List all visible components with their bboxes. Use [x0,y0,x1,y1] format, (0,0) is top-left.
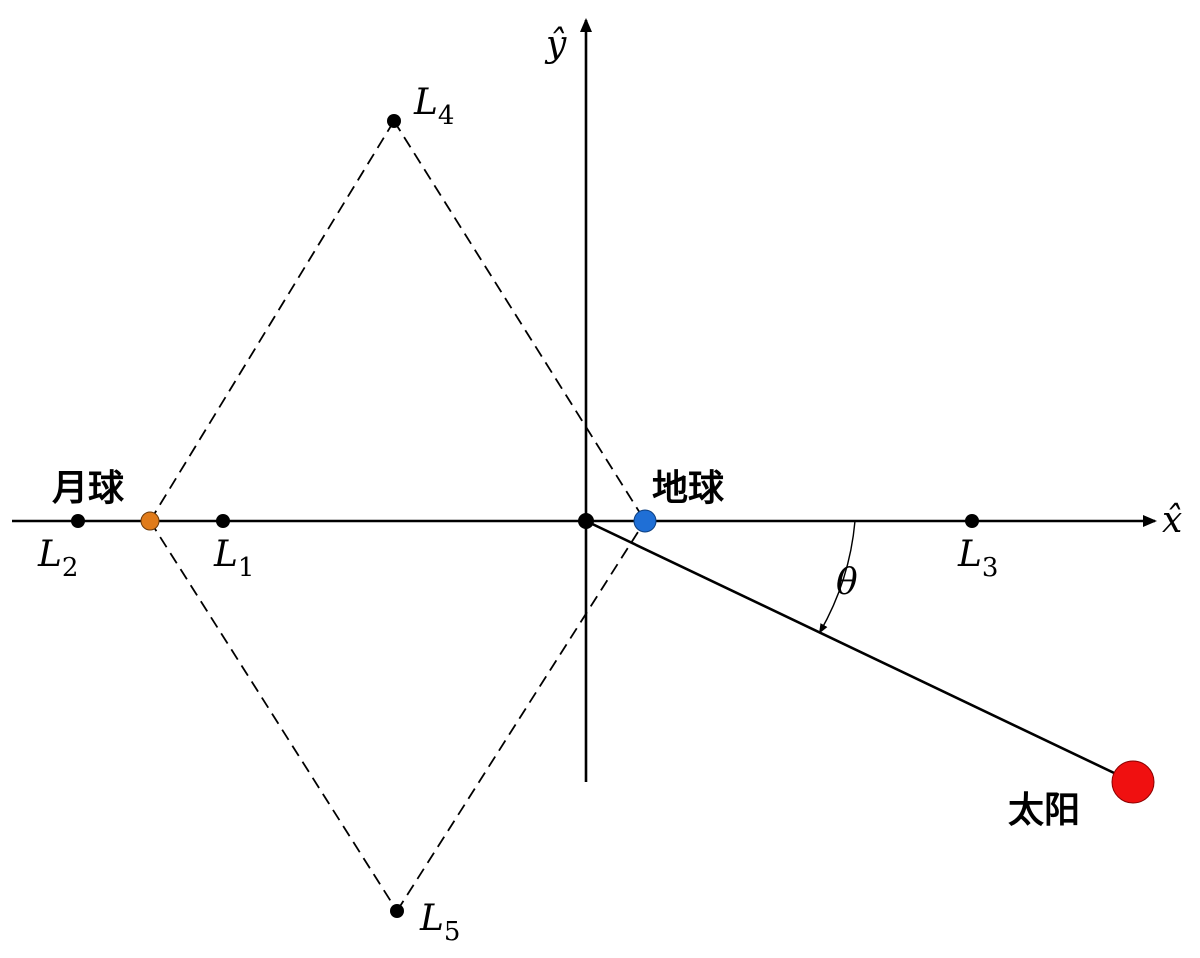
sun-label: 太阳 [1008,790,1080,831]
l1-label: L1 [213,534,254,583]
l4-point [387,114,401,128]
l5-label: L5 [419,898,460,947]
dashed-l5-earth [396,520,646,912]
l2-point [71,514,85,528]
theta-arc [819,520,856,634]
dashed-moon-l5 [149,520,398,912]
x-axis-label: x̂ [1162,500,1182,541]
origin-point [578,513,594,529]
earth-body [633,509,657,533]
l3-point [965,514,979,528]
l3-label: L3 [957,534,998,583]
moon-label: 月球 [52,468,125,509]
sun-body [1111,760,1155,804]
l2-label: L2 [37,534,78,583]
dashed-l4-earth [393,120,646,522]
dashed-moon-l4 [149,120,395,522]
sun-direction-line [585,519,1134,784]
moon-body [140,511,160,531]
l1-point [216,514,230,528]
earth-label: 地球 [652,468,725,509]
theta-label: θ [836,562,858,603]
l4-label: L4 [413,82,454,131]
l5-point [390,904,404,918]
y-axis-label: ŷ [544,24,567,65]
